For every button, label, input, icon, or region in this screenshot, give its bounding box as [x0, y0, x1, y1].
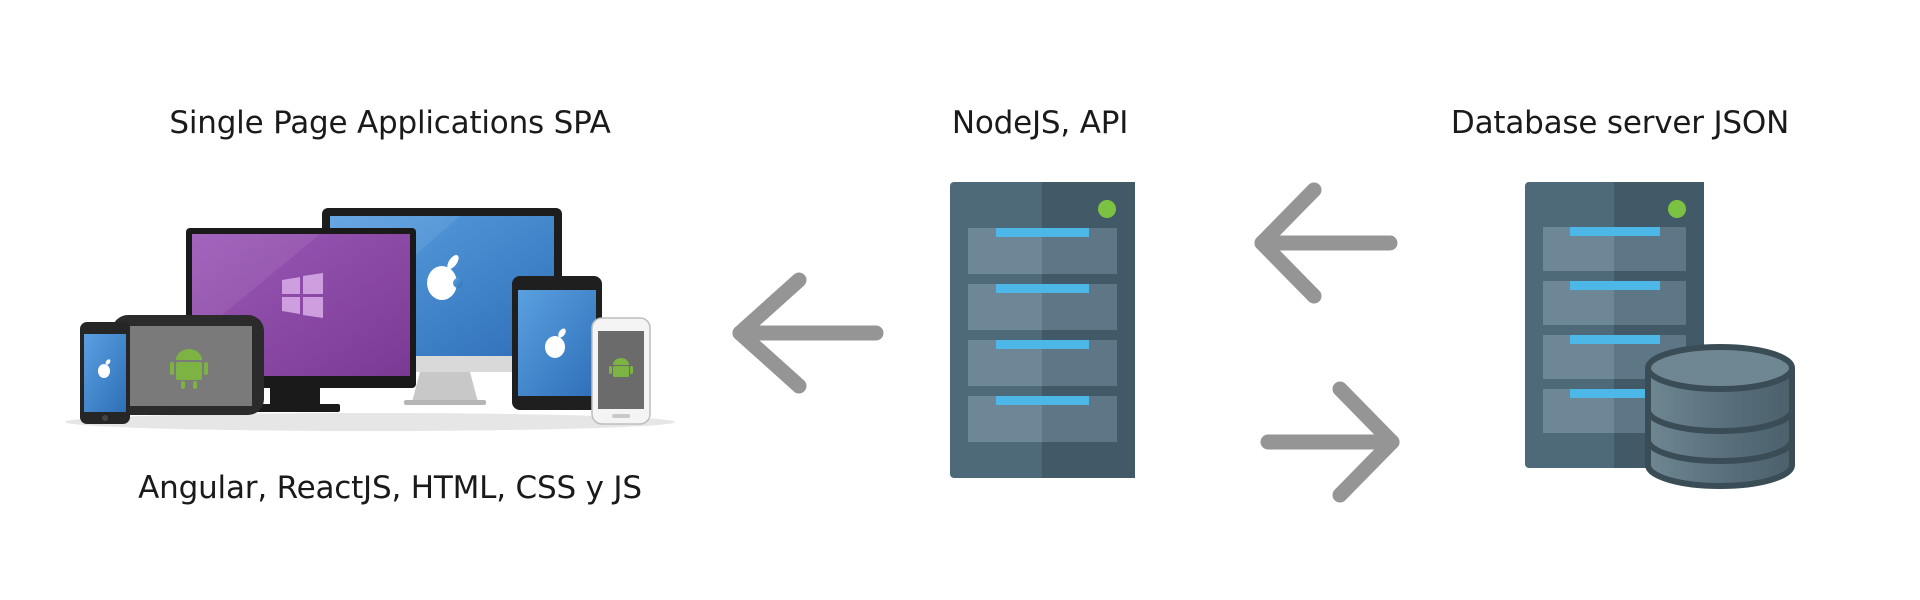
multi-device-icon	[65, 208, 675, 431]
android-phone-icon	[591, 317, 651, 425]
android-logo-icon	[170, 349, 208, 389]
drive-bays	[968, 228, 1117, 442]
arrow-left-icon	[732, 272, 884, 394]
spa-title: Single Page Applications SPA	[169, 105, 611, 141]
server-icon	[950, 182, 1135, 478]
android-logo-small-icon	[609, 358, 633, 377]
database-server-icon	[1525, 182, 1795, 489]
database-cylinder-icon	[1645, 344, 1795, 489]
database-title: Database server JSON	[1450, 105, 1790, 141]
apple-logo-medium-icon	[545, 328, 566, 358]
apple-logo-icon	[427, 255, 463, 300]
api-title: NodeJS, API	[951, 105, 1129, 141]
windows-logo-icon	[282, 273, 323, 318]
android-tablet-icon	[112, 315, 264, 415]
spa-technologies: Angular, ReactJS, HTML, CSS y JS	[138, 470, 642, 506]
arrow-left-upper-icon	[1254, 182, 1398, 304]
arrow-right-lower-icon	[1260, 381, 1400, 503]
iphone-icon	[80, 322, 130, 424]
ipad-icon	[512, 276, 602, 410]
apple-logo-small-icon	[98, 359, 111, 378]
